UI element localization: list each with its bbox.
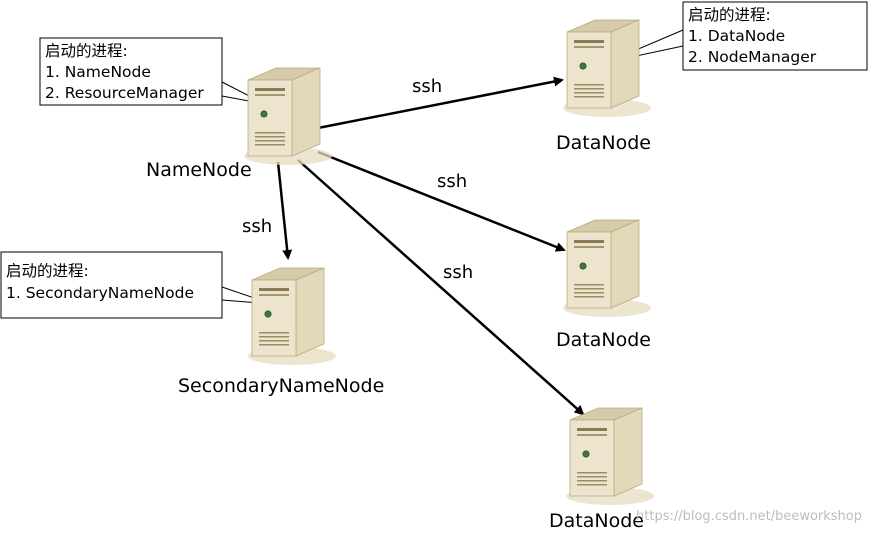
node-label-secondary: SecondaryNameNode <box>178 375 384 397</box>
callout-datanode-title: 启动的进程: <box>688 6 771 24</box>
edge-namenode-to-datanode2 <box>317 150 566 252</box>
edge-label-ssh-secondary: ssh <box>242 216 272 237</box>
datanode1-server-icon <box>562 19 652 118</box>
callout-namenode: 启动的进程: 1. NameNode 2. ResourceManager <box>39 37 266 106</box>
node-label-namenode: NameNode <box>146 159 252 181</box>
callout-namenode-line-2: 2. ResourceManager <box>45 84 204 102</box>
edge-label-ssh-datanode3: ssh <box>443 262 473 283</box>
callout-namenode-title: 启动的进程: <box>45 42 128 60</box>
callout-datanode-line-1: 1. DataNode <box>688 27 785 45</box>
node-label-datanode1: DataNode <box>556 132 651 154</box>
watermark-text: https://blog.csdn.net/beeworkshop <box>636 509 862 524</box>
edge-label-ssh-datanode1: ssh <box>412 76 442 97</box>
datanode3-server-icon <box>565 407 655 506</box>
callout-datanode-line-2: 2. NodeManager <box>688 48 817 66</box>
secondary-server-icon <box>247 267 337 366</box>
callout-secondary-line-1: 1. SecondaryNameNode <box>6 284 194 302</box>
node-label-datanode2: DataNode <box>556 329 651 351</box>
callout-namenode-line-1: 1. NameNode <box>45 63 151 81</box>
edge-namenode-to-datanode3 <box>297 159 585 416</box>
edge-label-ssh-datanode2: ssh <box>437 171 467 192</box>
callout-secondary: 启动的进程: 1. SecondaryNameNode <box>0 251 273 319</box>
edge-namenode-to-datanode1 <box>317 76 564 130</box>
callout-datanode: 启动的进程: 1. DataNode 2. NodeManager <box>607 1 868 71</box>
datanode2-server-icon <box>562 219 652 318</box>
namenode-server-icon <box>243 67 333 166</box>
callout-secondary-title: 启动的进程: <box>6 262 89 280</box>
edge-namenode-to-secondary <box>276 161 293 260</box>
node-label-datanode3: DataNode <box>549 510 644 532</box>
